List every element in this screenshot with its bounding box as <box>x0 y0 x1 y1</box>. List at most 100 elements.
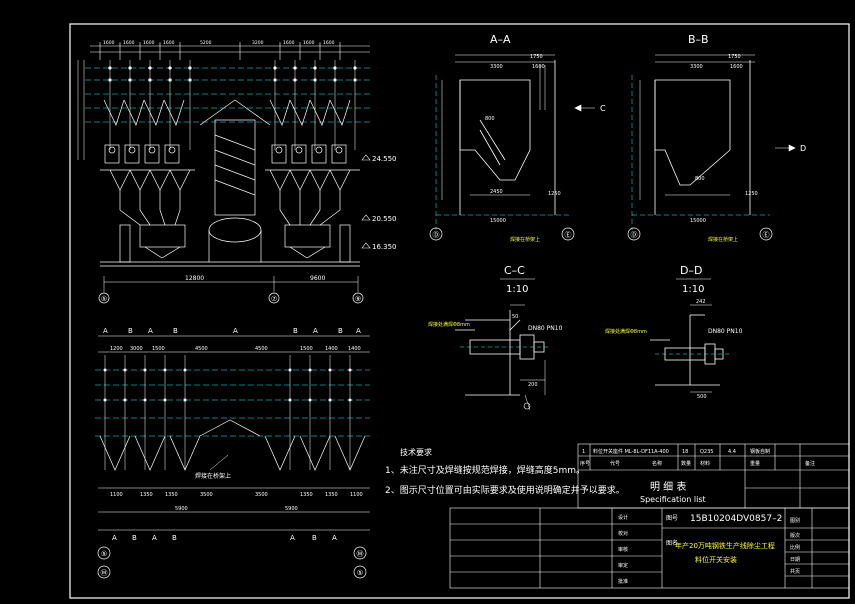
section-dd: D–D 1:10 焊接处满焊Φ8mm DN80 PN10 242 500 <box>605 264 743 400</box>
plan-mark-1: A <box>103 327 108 335</box>
spec-row-weight: 4.4 <box>728 449 736 455</box>
plan-dim-bot-2: 1350 <box>140 492 153 498</box>
technical-requirements: 技术要求 1、未注尺寸及焊缝按规范焊接，焊缝高度5mm。 2、图示尺寸位置可由实… <box>385 447 625 496</box>
plan-dim-top-4: 4500 <box>195 346 208 352</box>
top-dim-3: 1600 <box>143 40 155 46</box>
plan-bot-mark-3: A <box>152 534 157 542</box>
plan-dim-bot-1: 1100 <box>110 492 123 498</box>
plan-bot-mark-2: B <box>132 534 137 542</box>
aa-axis-e: Ⓔ <box>565 231 572 239</box>
plan-dim-bot-6: 1350 <box>300 492 313 498</box>
aa-dim-2: 3300 <box>490 64 503 70</box>
section-cc: C–C 1:10 焊接处满焊Φ8mm DN80 PN10 50 200 <box>428 264 563 411</box>
bb-note: 焊接在桥架上 <box>708 236 738 243</box>
plan-dim-top-7: 1400 <box>325 346 338 352</box>
axis-br-2: ⑤ <box>357 569 363 577</box>
bb-axis-e: Ⓔ <box>763 231 770 239</box>
plan-mark-4: B <box>173 327 178 335</box>
axis-top-7: ⑦ <box>271 295 277 303</box>
drawing-number: 15B10204DV0857–2 <box>690 514 782 524</box>
tb-label-1: 图号 <box>666 515 678 522</box>
aa-dim-7: 15000 <box>490 218 506 224</box>
plan-dim-top-3: 1500 <box>152 346 165 352</box>
top-elevation-view: 24.550 20.550 16.350 12800 9600 ⑤ ⑦ ⑨ 16… <box>77 40 397 304</box>
spec-h-note: 备注 <box>805 460 815 467</box>
dd-dim-242: 242 <box>696 299 706 305</box>
weld-note: 焊接在桥架上 <box>195 472 231 480</box>
bb-dim-5: 1250 <box>745 191 758 197</box>
tech-line-1: 1、未注尺寸及焊缝按规范焊接，焊缝高度5mm。 <box>385 464 585 476</box>
plan-bot-mark-1: A <box>112 534 117 542</box>
sign-label-1: 设计 <box>618 514 628 521</box>
plan-mark-6: B <box>293 327 298 335</box>
axis-bl-1: ⑤ <box>101 550 107 558</box>
top-dim-9: 1600 <box>323 40 335 46</box>
drawing-name-1: 年产20万吨钢铁生产线除尘工程 <box>675 541 775 550</box>
section-bb-title: B–B <box>688 33 709 46</box>
bb-dim-6: 15000 <box>690 218 706 224</box>
plan-dim-bot-7: 1350 <box>325 492 338 498</box>
aa-dim-4: 800 <box>485 116 495 122</box>
drawing-frame <box>69 23 850 599</box>
section-dd-scale: 1:10 <box>682 284 704 295</box>
view-mark-d: D <box>800 144 806 153</box>
sign-label-4: 审定 <box>618 562 628 569</box>
right-label-4: 日期 <box>790 557 800 563</box>
spec-row-mat: Q235 <box>700 449 713 455</box>
tech-title: 技术要求 <box>400 447 432 457</box>
plan-bot-mark-6: B <box>312 534 317 542</box>
section-bb: B–B D 1750 3300 1600 800 1250 <box>627 33 806 243</box>
top-dim-2: 1600 <box>123 40 135 46</box>
section-aa: A–A C 1750 3300 1600 <box>429 33 606 243</box>
spec-row-note: 钢板自制 <box>750 448 770 455</box>
aa-dim-6: 1250 <box>548 191 561 197</box>
axis-br-1: Ⓜ <box>357 550 364 558</box>
dd-dn-label: DN80 PN10 <box>708 328 743 335</box>
plan-total-1: 5900 <box>175 506 188 512</box>
spec-title-en: Specification list <box>640 495 706 504</box>
elevation-24550: 24.550 <box>372 155 397 163</box>
dd-weld-note: 焊接处满焊Φ8mm <box>605 328 647 335</box>
plan-dim-top-1: 1200 <box>110 346 123 352</box>
spec-title-cn: 明 细 表 <box>650 480 686 493</box>
plan-dim-bot-8: 1100 <box>350 492 363 498</box>
sign-label-5: 批准 <box>618 578 628 585</box>
axis-top-5: ⑤ <box>101 295 107 303</box>
elevation-16350: 16.350 <box>372 243 397 251</box>
cc-weld-note: 焊接处满焊Φ8mm <box>428 321 470 328</box>
plan-mark-5: A <box>233 327 238 335</box>
axis-bl-2: Ⓜ <box>101 569 108 577</box>
plan-dim-bot-4: 3500 <box>200 492 213 498</box>
sign-label-2: 校对 <box>618 530 628 537</box>
plan-mark-8: B <box>338 327 343 335</box>
bb-axis-d: Ⓓ <box>631 231 638 239</box>
cc-dim-50: 50 <box>512 314 518 320</box>
spec-h-weight: 重量 <box>750 460 760 467</box>
section-dd-title: D–D <box>680 264 702 277</box>
plan-dim-bot-5: 3500 <box>255 492 268 498</box>
top-total-dim-2: 9600 <box>310 275 325 282</box>
elevation-20550: 20.550 <box>372 215 397 223</box>
aa-dim-3: 1600 <box>532 64 545 70</box>
plan-mark-2: B <box>128 327 133 335</box>
dd-dim-500: 500 <box>697 394 707 400</box>
plan-mark-3: A <box>148 327 153 335</box>
plan-dim-top-5: 4500 <box>255 346 268 352</box>
spec-h-name: 名称 <box>652 460 662 467</box>
aa-dim-5: 2450 <box>490 189 503 195</box>
top-dim-6: 3200 <box>252 40 264 46</box>
plan-dim-top-2: 3000 <box>130 346 143 352</box>
top-dim-5: 5200 <box>200 40 212 46</box>
spec-h-no: 序号 <box>580 460 590 467</box>
plan-bot-mark-4: B <box>172 534 177 542</box>
tb-label-2: 图名 <box>666 539 678 547</box>
spec-h-mat: 材料 <box>700 460 710 467</box>
plan-dim-top-6: 1500 <box>300 346 313 352</box>
view-mark-c: C <box>600 104 606 113</box>
right-label-1: 图别 <box>790 517 800 524</box>
spec-row-no: 1 <box>582 449 585 455</box>
tech-line-2: 2、图示尺寸位置可由实际要求及使用说明确定并予以要求。 <box>385 484 625 496</box>
bottom-plan-view: A B A B A B A B A 1200 3000 1500 4500 45… <box>95 327 370 579</box>
axis-top-9: ⑨ <box>355 295 361 303</box>
